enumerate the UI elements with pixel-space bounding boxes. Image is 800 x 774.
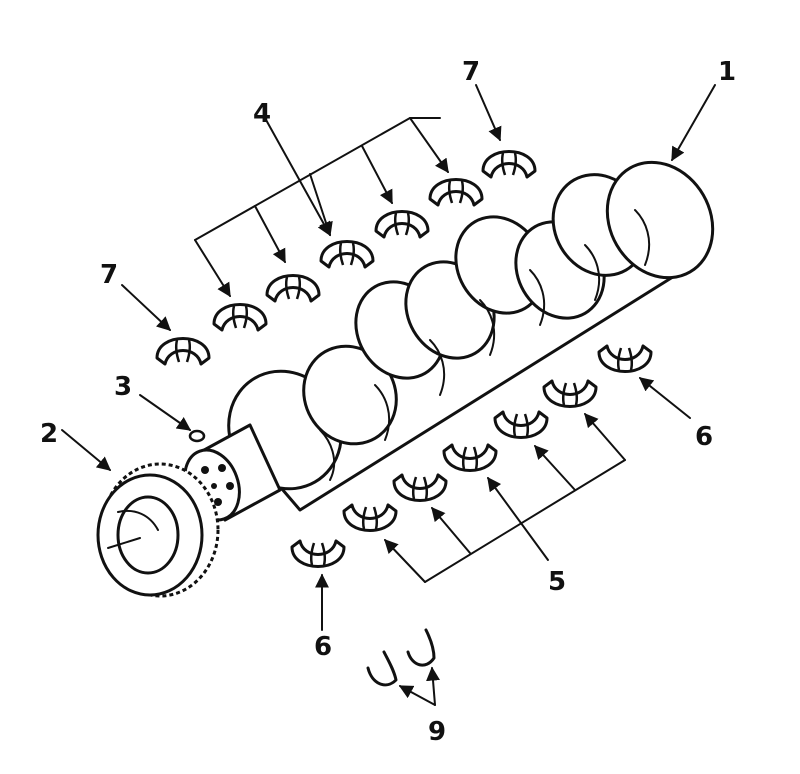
callout-6-right: 6 [695, 422, 713, 452]
leader-lines [61, 84, 716, 706]
callout-6-lower: 6 [314, 632, 332, 662]
callout-7-right: 7 [462, 57, 480, 87]
lower-bearing-shell-icon [290, 539, 346, 568]
lower-bearing-shell-icon [542, 379, 598, 408]
lower-bearing-shell-icon [442, 443, 498, 472]
crankshaft-icon [183, 160, 715, 522]
upper-bearing-shell-icon [319, 240, 375, 269]
callout-labels: 1 2 3 4 5 6 6 7 7 9 [40, 57, 736, 747]
upper-bearing-shell-icon [212, 303, 268, 332]
callout-9: 9 [428, 717, 446, 747]
callout-7-left: 7 [100, 260, 118, 290]
callout-4: 4 [253, 99, 271, 129]
lower-bearing-shell-icon [597, 344, 653, 373]
crankshaft-gear-icon [96, 462, 220, 598]
thrust-washer-group [366, 628, 436, 687]
upper-bearing-shell-icon [374, 210, 430, 239]
callout-2: 2 [40, 419, 58, 449]
upper-bearing-shell-icon [428, 178, 484, 207]
lower-bearing-shell-icon [342, 503, 398, 532]
callout-1: 1 [718, 57, 736, 87]
upper-bearing-shell-icon [265, 274, 321, 303]
callout-5: 5 [548, 567, 566, 597]
upper-bearing-shell-icon [155, 337, 211, 366]
thrust-washer-icon [366, 650, 398, 687]
dowel-pin-icon [188, 429, 206, 443]
upper-bearing-shell-icon [481, 150, 537, 179]
lower-bearing-shell-icon [392, 473, 448, 502]
thrust-washer-icon [406, 628, 436, 667]
callout-3: 3 [114, 372, 132, 402]
lower-bearing-shell-icon [493, 410, 549, 439]
